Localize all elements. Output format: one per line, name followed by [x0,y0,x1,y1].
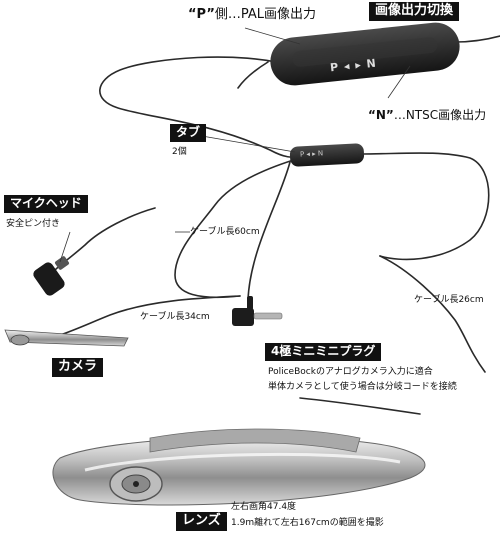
n-side-quote: “N” [368,108,394,122]
cable-34-label: ケーブル長34cm [140,312,210,322]
cable-to-plug [247,161,291,301]
mic-title-badge: マイクヘッド [4,195,88,213]
lens-note-1: 左右画角47.4度 [231,502,297,512]
tab-title-badge: タブ [170,124,207,142]
lens-title: レンズ [182,513,221,528]
cable-26 [379,255,486,373]
camera-clip-shape [4,329,129,347]
lens-title-badge: レンズ [176,512,227,532]
lens-clip-shape [52,428,426,506]
cable-lines [54,35,500,415]
mic-title: マイクヘッド [10,196,82,210]
cable-26-label: ケーブル長26cm [414,295,484,305]
mini-plug-shape [232,296,283,326]
tab-title: タブ [176,125,201,139]
cable-mic [54,207,156,271]
tab-print: P ◂ ▸ N [299,149,324,159]
cable-tab-right [361,152,490,261]
tab-count: 2個 [172,147,187,157]
p-side-text: 側…PAL画像出力 [214,7,317,22]
plug-title-badge: 4極ミニミニプラグ [265,343,382,361]
cable-loop-lower [174,157,301,299]
switch-title: 画像出力切換 [375,3,454,18]
switch-box [270,22,460,86]
lens-note-2: 1.9m離れて左右167cmの範囲を撮影 [231,518,384,528]
mic-head-shape [33,256,69,296]
cable-34 [59,295,241,336]
plug-note-1: PoliceBockのアナログカメラ入力に適合 [268,367,433,377]
n-side-text: …NTSC画像出力 [393,108,487,122]
plug-note-2: 単体カメラとして使う場合は分岐コードを接続 [268,382,457,392]
camera-title: カメラ [58,359,98,374]
switch-title-badge: 画像出力切換 [369,2,460,22]
inline-tab [289,143,365,167]
cable-60-label: ケーブル長60cm [190,227,260,237]
mic-note: 安全ピン付き [6,219,61,229]
cable-switch-out-left [237,61,269,89]
p-side-caption: “P”側…PAL画像出力 [188,7,316,23]
camera-title-badge: カメラ [52,358,104,378]
cable-switch-out-right [454,35,500,43]
p-side-quote: “P” [188,7,215,22]
cable-lens-thin [299,397,421,415]
cable-main-loop [99,56,301,158]
plug-title: 4極ミニミニプラグ [271,344,376,358]
n-side-caption: “N”…NTSC画像出力 [368,108,486,122]
pointer-lines [59,27,411,263]
